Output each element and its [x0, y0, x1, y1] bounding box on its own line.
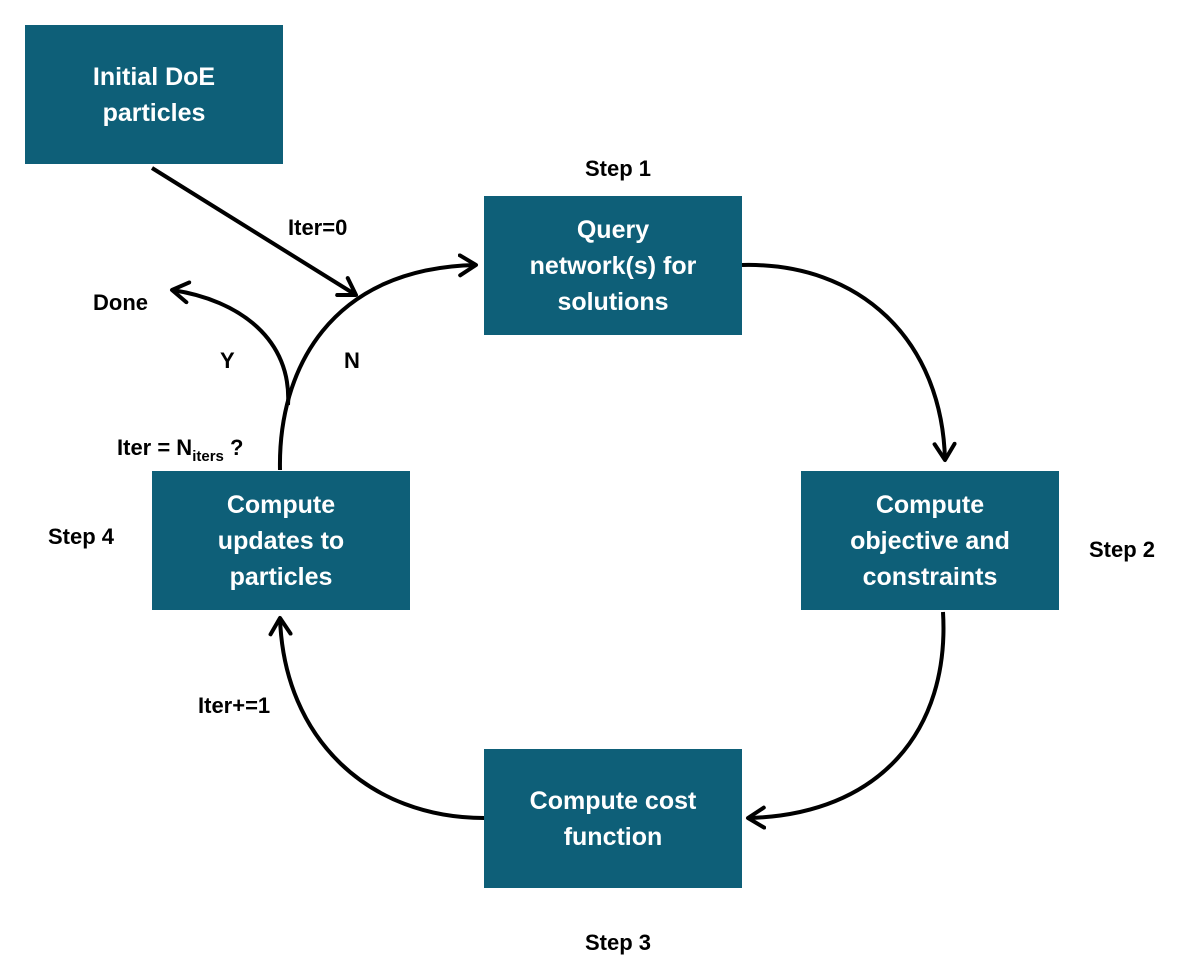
iter-increment-label: Iter+=1	[198, 693, 271, 718]
step1-query-text: Query network(s) for solutions	[529, 215, 697, 316]
condition-suffix: ?	[223, 435, 244, 460]
iteration-condition-label: Iter = Niters ?	[117, 435, 243, 470]
step4-update-box: Compute updates to particles	[152, 471, 410, 610]
step4-label: Step 4	[48, 524, 115, 549]
done-label: Done	[93, 290, 148, 315]
arrow-initial-to-loop	[150, 166, 358, 298]
condition-subscript: iters	[192, 448, 224, 465]
step3-cost-box: Compute cost function	[484, 749, 742, 888]
step2-label: Step 2	[1089, 537, 1156, 562]
step1-query-box: Query network(s) for solutions	[484, 196, 742, 335]
arrow-yes-branch-to-done	[170, 280, 291, 406]
arrow-step2-to-step3	[746, 611, 946, 830]
no-branch-label: N	[344, 348, 360, 373]
initial-doe-box: Initial DoE particles	[25, 25, 283, 164]
step2-objective-box: Compute objective and constraints	[801, 471, 1059, 610]
step2-objective-text: Compute objective and constraints	[850, 490, 1010, 591]
arrow-step1-to-step2	[741, 262, 957, 462]
arrow-no-branch-to-step1	[277, 253, 478, 471]
yes-branch-label: Y	[220, 348, 235, 373]
initial-doe-text: Initial DoE particles	[92, 62, 216, 127]
step3-label: Step 3	[585, 930, 652, 955]
step1-label: Step 1	[585, 156, 652, 181]
iter-zero-label: Iter=0	[288, 215, 348, 240]
arrow-step3-to-step4	[268, 616, 485, 820]
condition-prefix: Iter = N	[117, 435, 193, 460]
step3-cost-text: Compute cost function	[529, 786, 697, 851]
step4-update-text: Compute updates to particles	[217, 490, 345, 591]
